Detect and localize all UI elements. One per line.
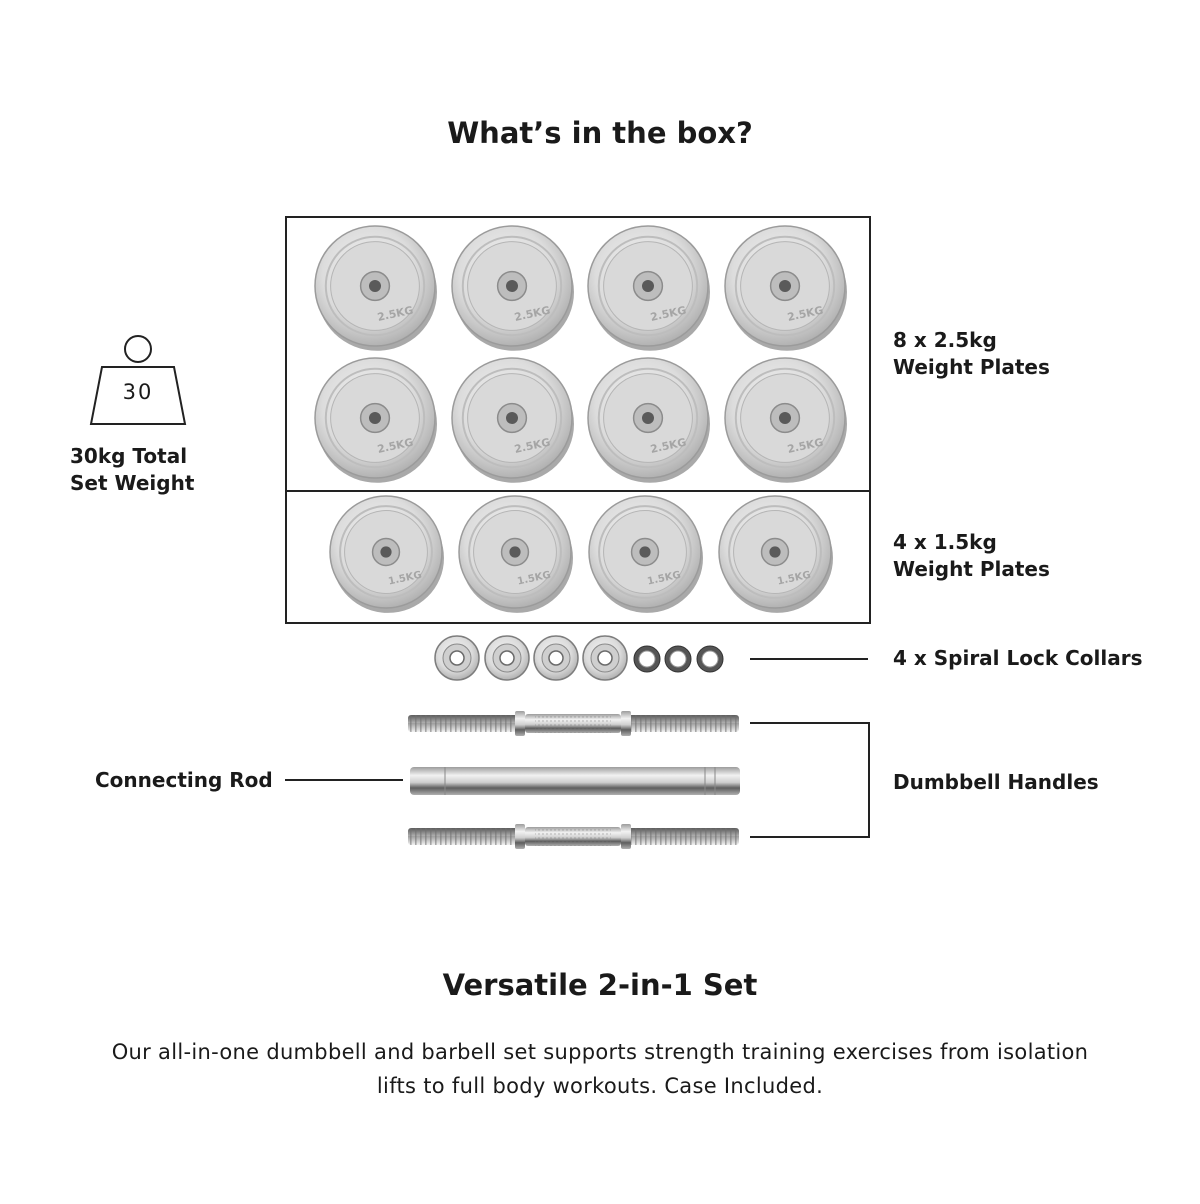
dumbbell-handle-top — [408, 711, 739, 736]
washer-3 — [696, 645, 724, 673]
weight-value: 30 — [122, 380, 154, 404]
washer-2 — [664, 645, 692, 673]
large-plate-2: 2.5KG — [451, 225, 574, 351]
large-plates-label: 8 x 2.5kg Weight Plates — [893, 328, 1050, 379]
total-weight-caption: 30kg Total Set Weight — [70, 444, 195, 495]
spiral-collar-3 — [533, 635, 579, 681]
large-plate-3: 2.5KG — [587, 225, 710, 351]
weight-icon — [88, 332, 188, 432]
collars-label: 4 x Spiral Lock Collars — [893, 646, 1143, 670]
dumbbell-handles-label: Dumbbell Handles — [893, 770, 1099, 794]
small-plate-4: 1.5KG — [718, 495, 833, 613]
spiral-collar-2 — [484, 635, 530, 681]
large-plate-1: 2.5KG — [314, 225, 437, 351]
small-plates-label: 4 x 1.5kg Weight Plates — [893, 530, 1050, 581]
spiral-collar-4 — [582, 635, 628, 681]
small-plates-box — [285, 490, 871, 624]
collars-connector-line — [750, 658, 868, 660]
washer-1 — [633, 645, 661, 673]
large-plate-5: 2.5KG — [314, 357, 437, 483]
footer-title: Versatile 2-in-1 Set — [442, 968, 758, 1002]
rods-illustration — [405, 705, 745, 865]
connecting-rod-image — [410, 767, 740, 795]
footer-description: Our all-in-one dumbbell and barbell set … — [111, 1040, 1089, 1098]
spiral-collar-1 — [434, 635, 480, 681]
small-plate-3: 1.5KG — [588, 495, 703, 613]
large-plate-7: 2.5KG — [587, 357, 710, 483]
handles-bracket-top — [750, 722, 870, 724]
dumbbell-handle-bottom — [408, 824, 739, 849]
handles-bracket-bottom — [750, 836, 870, 838]
connecting-rod-label: Connecting Rod — [95, 768, 273, 792]
large-plate-8: 2.5KG — [724, 357, 847, 483]
connecting-rod-line — [285, 779, 403, 781]
small-plate-1: 1.5KG — [329, 495, 444, 613]
handles-bracket-side — [868, 722, 870, 838]
small-plate-2: 1.5KG — [458, 495, 573, 613]
spiral-lock-collars — [430, 633, 730, 683]
page-title: What’s in the box? — [447, 116, 753, 150]
large-plate-4: 2.5KG — [724, 225, 847, 351]
large-plate-6: 2.5KG — [451, 357, 574, 483]
